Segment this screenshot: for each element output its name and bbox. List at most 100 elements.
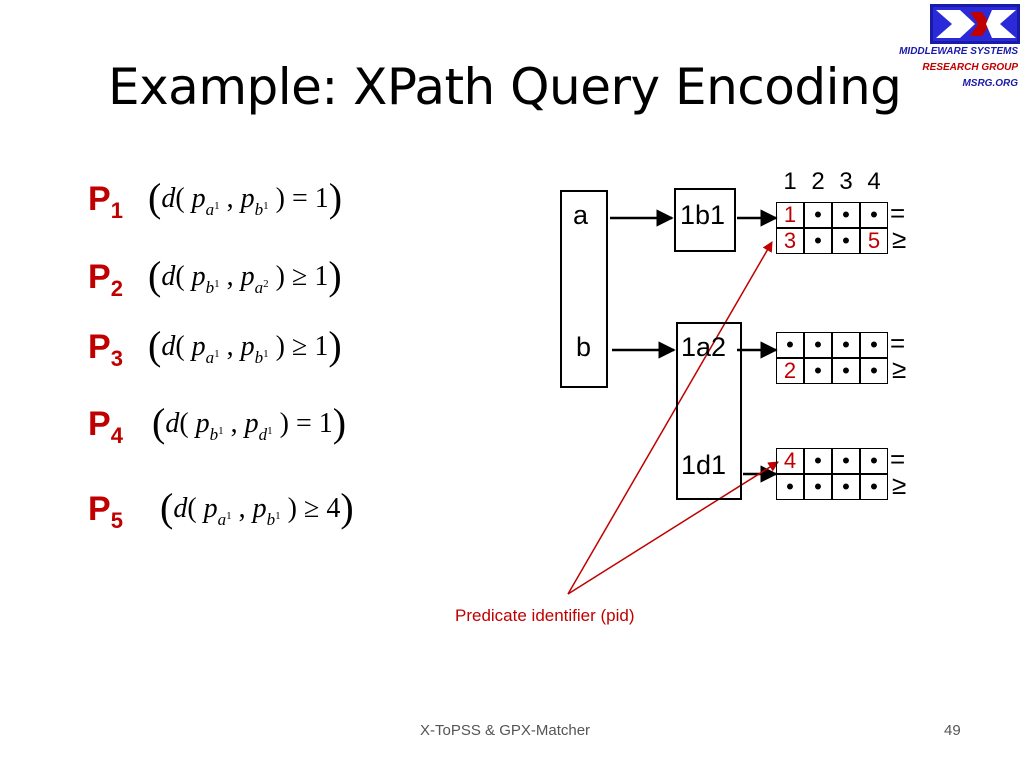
predicate-letter: P <box>88 405 111 443</box>
comparison-operator: = <box>890 444 906 474</box>
table-cell: 4 <box>776 448 804 474</box>
formula-part: d <box>161 331 176 362</box>
formula-part: ( <box>187 493 204 524</box>
formula-superscript: 1 <box>218 425 224 437</box>
formula-superscript: 1 <box>263 348 269 360</box>
formula-part: d <box>161 183 176 214</box>
column-number-1: 1 <box>783 168 797 195</box>
predicate-index: 2 <box>110 276 123 301</box>
predicate-label-2: P2 <box>88 258 123 302</box>
formula-part: p <box>244 408 259 439</box>
formula-part: p <box>240 183 255 214</box>
element-box-ab <box>560 190 608 388</box>
formula-part: ) <box>328 323 342 368</box>
table-cell: • <box>832 358 860 384</box>
formula-subscript: a1 <box>217 510 232 529</box>
logo-line-3: MSRG.ORG <box>962 78 1018 89</box>
formula-subscript: a2 <box>254 278 269 297</box>
formula-superscript: 1 <box>214 200 220 212</box>
formula-part: ( <box>148 175 162 220</box>
column-number-2: 2 <box>811 168 825 195</box>
formula-part: p <box>252 493 267 524</box>
formula-part: ( <box>179 408 196 439</box>
formula-part: ) = 1 <box>272 408 333 439</box>
predicate-formula-2: (d( pb1 , pa2 ) ≥ 1) <box>148 252 342 299</box>
slide-title: Example: XPath Query Encoding <box>108 58 902 116</box>
table-cell: • <box>832 228 860 254</box>
formula-part: , <box>219 183 241 214</box>
formula-superscript: 1 <box>267 425 273 437</box>
formula-part: p <box>240 261 255 292</box>
comparison-operator: ≥ <box>892 224 907 254</box>
formula-part: , <box>231 493 253 524</box>
formula-superscript: 1 <box>275 510 281 522</box>
formula-part: p <box>195 408 210 439</box>
formula-part: p <box>240 331 255 362</box>
node-box-1b1 <box>674 188 736 252</box>
table-cell: • <box>860 358 888 384</box>
formula-part: ) <box>328 175 343 220</box>
formula-part: ( <box>175 183 192 214</box>
msrg-logo: MIDDLEWARE SYSTEMS RESEARCH GROUP MSRG.O… <box>862 2 1022 92</box>
formula-subscript: b1 <box>254 200 269 219</box>
formula-part: p <box>191 261 206 292</box>
pid-pointer-2 <box>567 461 779 595</box>
table-cell: 2 <box>776 358 804 384</box>
table-cell: 5 <box>860 228 888 254</box>
table-cell: • <box>804 332 832 358</box>
table-cell: • <box>832 448 860 474</box>
formula-part: , <box>219 261 241 292</box>
formula-subscript: a1 <box>205 348 220 367</box>
formula-part: d <box>173 493 188 524</box>
node-1a2-label: 1a2 <box>681 332 727 362</box>
predicate-letter: P <box>88 328 111 366</box>
predicate-label-3: P3 <box>88 328 123 372</box>
predicate-formula-5: (d( pa1 , pb1 ) ≥ 4) <box>160 484 354 531</box>
formula-superscript: 2 <box>263 278 269 290</box>
formula-part: ) ≥ 1 <box>268 331 329 362</box>
logo-line-2: RESEARCH GROUP <box>922 62 1018 73</box>
table-cell: • <box>860 332 888 358</box>
predicate-index: 4 <box>110 423 123 448</box>
formula-part: , <box>223 408 245 439</box>
table-cell: 3 <box>776 228 804 254</box>
table-cell: 1 <box>776 202 804 228</box>
formula-part: ( <box>152 400 166 445</box>
predicate-letter: P <box>88 258 111 296</box>
node-1d1-label: 1d1 <box>681 450 727 480</box>
formula-superscript: 1 <box>214 348 220 360</box>
formula-part: ( <box>175 331 192 362</box>
table-cell: • <box>832 474 860 500</box>
predicate-formula-1: (d( pa1 , pb1 ) = 1) <box>148 174 342 221</box>
formula-subscript: b1 <box>205 278 220 297</box>
formula-part: ) <box>340 485 354 530</box>
comparison-operator: = <box>890 198 906 228</box>
predicate-label-5: P5 <box>88 490 123 534</box>
formula-part: d <box>165 408 180 439</box>
table-cell: • <box>804 474 832 500</box>
formula-part: ) ≥ 4 <box>280 493 341 524</box>
formula-part: ) <box>328 253 342 298</box>
formula-subscript: b1 <box>209 425 224 444</box>
formula-part: , <box>219 331 241 362</box>
predicate-label-1: P1 <box>88 180 123 224</box>
formula-superscript: 1 <box>214 278 220 290</box>
formula-subscript: d1 <box>258 425 273 444</box>
comparison-operator: = <box>890 328 906 358</box>
formula-superscript: 1 <box>263 200 269 212</box>
predicate-index: 5 <box>110 508 123 533</box>
table-cell: • <box>804 228 832 254</box>
formula-part: ) ≥ 1 <box>268 261 329 292</box>
formula-superscript: 1 <box>226 510 232 522</box>
pid-note: Predicate identifier (pid) <box>455 606 635 625</box>
predicate-formula-3: (d( pa1 , pb1 ) ≥ 1) <box>148 322 342 369</box>
comparison-operator: ≥ <box>892 470 907 500</box>
page-number: 49 <box>944 722 961 739</box>
table-cell: • <box>860 474 888 500</box>
predicate-letter: P <box>88 490 111 528</box>
table-cell: • <box>860 448 888 474</box>
pid-pointer-1 <box>567 241 773 595</box>
column-number-4: 4 <box>867 168 881 195</box>
predicate-letter: P <box>88 180 111 218</box>
